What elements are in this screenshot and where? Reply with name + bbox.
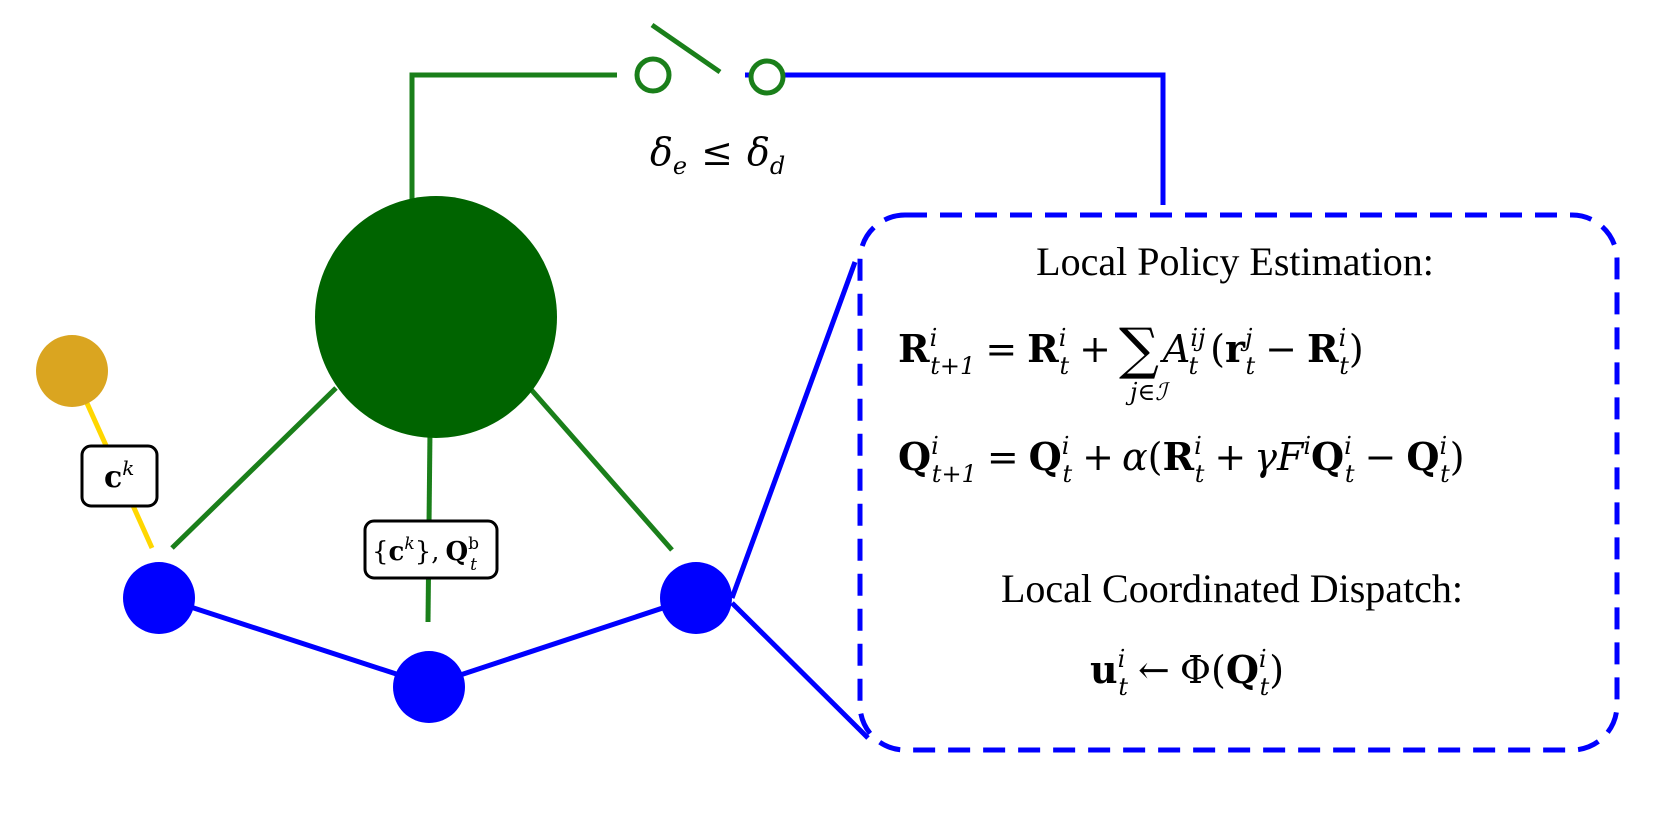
blue-edge-center-right — [429, 594, 697, 688]
panel-title-dispatch: Local Coordinated Dispatch: — [1001, 566, 1463, 611]
eq3-arrow: ← — [1138, 648, 1170, 692]
eq2-plus2: + — [1214, 435, 1246, 479]
eq3-u-sup: i — [1118, 645, 1126, 673]
eq3-u-sub: t — [1118, 673, 1128, 701]
svg-text:ck: ck — [104, 456, 134, 495]
eq2-q3: Q — [1406, 434, 1439, 479]
eq2-r-sub: t — [1195, 460, 1205, 488]
eq1-r2-sup: i — [1339, 324, 1347, 352]
green-wire-to-switch — [409, 72, 617, 210]
sub-d: d — [770, 152, 785, 180]
eq1-lhs: R — [898, 326, 930, 371]
eq1-a: A — [1160, 327, 1190, 371]
blue-node-right — [660, 562, 732, 634]
q-sup: b — [468, 534, 479, 554]
eq3-rparen: ) — [1269, 648, 1284, 692]
blue-edge-left-center — [159, 594, 431, 688]
blue-node-left — [123, 562, 195, 634]
eq1-lhs-sup: i — [930, 324, 938, 352]
eq3-u: u — [1090, 647, 1118, 692]
eq2-q3-sup: i — [1439, 432, 1447, 460]
q-symbol: Q — [446, 537, 469, 567]
ck-symbol: c — [104, 460, 122, 495]
sub-e: e — [673, 152, 687, 180]
leq-symbol: ≤ — [701, 130, 733, 174]
eq1-r2: R — [1307, 326, 1339, 371]
eq2-f: F — [1276, 435, 1305, 479]
eq2-q3-sub: t — [1440, 460, 1450, 488]
eq2-lhs-sup: i — [931, 432, 939, 460]
eq1-r1: R — [1027, 326, 1059, 371]
eq3-q-sub: t — [1260, 673, 1270, 701]
eq2-f-sup: i — [1303, 432, 1311, 460]
eq2-alpha: α — [1122, 435, 1148, 479]
brace-close: }, — [415, 537, 440, 567]
eq1-r2-sub: t — [1339, 352, 1349, 380]
eq2-plus: + — [1082, 435, 1114, 479]
blue-node-center — [393, 651, 465, 723]
eq1-sum-index: j∈ℐ — [1125, 378, 1170, 406]
eq2-q2: Q — [1311, 434, 1344, 479]
eq1-equals: = — [985, 327, 1017, 371]
blue-wire-from-switch — [745, 72, 1166, 205]
zoom-line-top — [729, 261, 858, 599]
eq1-lparen: ( — [1210, 327, 1225, 371]
eq2-q1-sub: t — [1062, 460, 1072, 488]
eq3-q-sup: i — [1259, 645, 1267, 673]
eq1-minus: − — [1265, 327, 1297, 371]
c-sup: k — [404, 534, 414, 554]
eq2-q2-sub: t — [1345, 460, 1355, 488]
eq1-r1-sub: t — [1059, 352, 1069, 380]
brace-open: { — [372, 537, 389, 567]
eq1-plus: + — [1079, 327, 1111, 371]
eq2-gamma: γ — [1254, 435, 1277, 479]
eq1-rparen: ) — [1349, 327, 1364, 371]
q-sub: t — [470, 555, 477, 575]
eq2-r: R — [1162, 434, 1194, 479]
eq2-lhs-sub: t+1 — [932, 460, 977, 488]
ck-sup: k — [122, 456, 134, 480]
eq1-r-j: r — [1225, 326, 1246, 371]
green-edge-right — [526, 384, 674, 552]
eq2-rparen: ) — [1450, 435, 1465, 479]
eq2-lparen: ( — [1148, 435, 1163, 479]
eq2-r-sup: i — [1194, 432, 1202, 460]
eq2-equals: = — [987, 435, 1019, 479]
gold-node — [36, 335, 108, 407]
delta-e: δ — [650, 130, 673, 174]
eq2-q2-sup: i — [1344, 432, 1352, 460]
zoom-line-bottom — [730, 601, 870, 740]
switch-contact-left — [634, 56, 672, 94]
local-panel — [857, 212, 1620, 753]
svg-text:{ck},Qbt: {ck},Qbt — [372, 534, 479, 575]
eq2-minus: − — [1364, 435, 1396, 479]
central-node — [315, 196, 557, 438]
yellow-edge-label: ck — [80, 444, 159, 508]
eq1-lhs-sub: t+1 — [930, 352, 975, 380]
eq3-lparen: ( — [1211, 648, 1226, 692]
eq1-sum: ∑ — [1119, 317, 1159, 382]
switch-blade — [650, 22, 722, 75]
eq2-q1-sup: i — [1062, 432, 1070, 460]
panel-title-policy: Local Policy Estimation: — [1036, 239, 1434, 284]
eq2-lhs: Q — [898, 434, 931, 479]
eq3-q: Q — [1226, 647, 1259, 692]
switch-contact-right — [748, 58, 786, 96]
eq2-q1: Q — [1029, 434, 1062, 479]
eq3-phi: Φ — [1180, 648, 1211, 692]
eq1-a-sub: t — [1189, 352, 1199, 380]
eq1-a-sup: ij — [1190, 324, 1206, 352]
switch-condition: δe≤δd — [650, 130, 785, 180]
eq1-r1-sup: i — [1059, 324, 1067, 352]
delta-d: δ — [747, 130, 770, 174]
green-edge-left — [170, 386, 338, 550]
c-symbol: c — [389, 537, 405, 567]
eq1-r-j-sub: t — [1245, 352, 1255, 380]
